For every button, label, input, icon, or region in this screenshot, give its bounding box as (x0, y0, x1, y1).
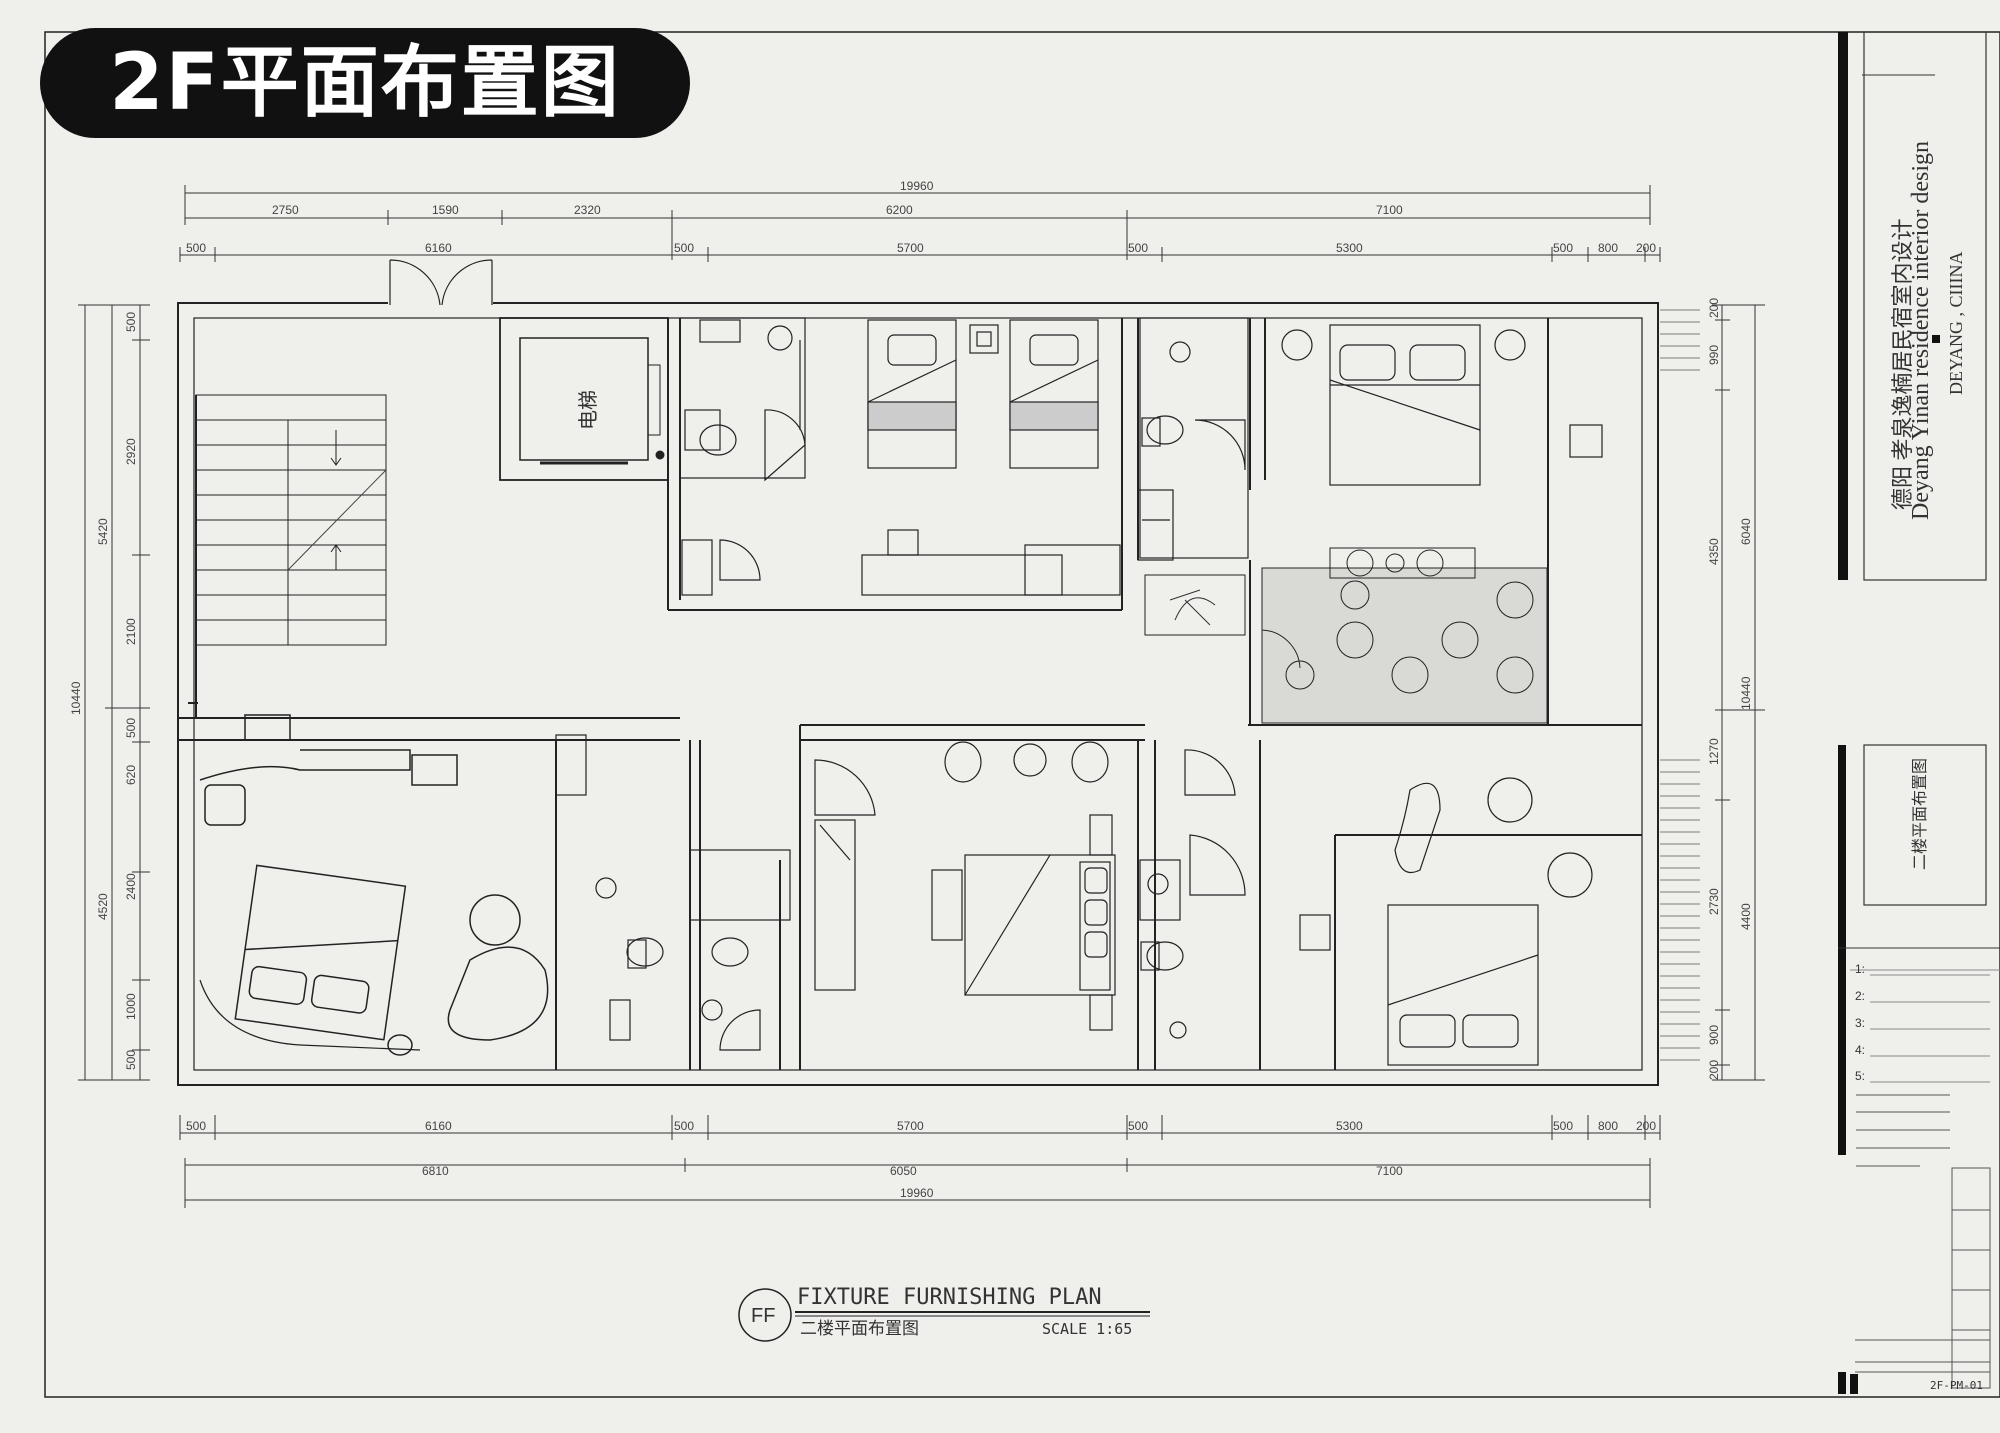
dim-label: 2750 (272, 203, 299, 217)
dimensions-right (1712, 304, 1765, 1081)
dim-label: 5420 (96, 518, 110, 545)
dim-label: 500 (186, 1119, 206, 1133)
dimension-labels-right: 200 990 4350 6040 1270 2730 4400 900 200… (1707, 298, 1753, 1080)
plan-caption: FF FIXTURE FURNISHING PLAN 二楼平面布置图 SCALE… (738, 1285, 1150, 1342)
dimension-labels-left: 10440 500 2920 5420 2100 500 620 2400 45… (69, 312, 138, 1070)
project-name-cn: 德阳 孝泉逸楠居民宿室内设计 (1890, 218, 1915, 510)
dim-label: 500 (674, 241, 694, 255)
dim-label: 5700 (897, 1119, 924, 1133)
dim-right-total: 10440 (1739, 676, 1753, 710)
revision-line: 3: (1855, 1016, 1865, 1030)
dim-label: 200 (1636, 241, 1656, 255)
dim-label: 6810 (422, 1164, 449, 1178)
dim-label: 2920 (124, 438, 138, 465)
bed-bottom-right (1299, 777, 1593, 1066)
dim-label: 6160 (425, 1119, 452, 1133)
dim-label: 800 (1598, 1119, 1618, 1133)
dim-label: 500 (1128, 241, 1148, 255)
dim-label: 200 (1636, 1119, 1656, 1133)
dim-label: 4520 (96, 893, 110, 920)
dim-label: 990 (1707, 345, 1721, 365)
dimensions-left (78, 304, 150, 1081)
dim-label: 200 (1707, 1060, 1721, 1080)
dim-label: 500 (186, 241, 206, 255)
dim-label: 2100 (124, 618, 138, 645)
dim-label: 5700 (897, 241, 924, 255)
dim-label: 1000 (124, 993, 138, 1020)
dim-label: 7100 (1376, 203, 1403, 217)
dim-label: 500 (124, 312, 138, 332)
dim-label: 900 (1707, 1025, 1721, 1045)
dim-label: 5300 (1336, 241, 1363, 255)
dim-label: 500 (124, 1050, 138, 1070)
drawing-name-vertical: 二楼平面布置图 (1911, 758, 1929, 870)
caption-title-en: FIXTURE FURNISHING PLAN (797, 1285, 1102, 1310)
dim-top-total: 19960 (900, 179, 934, 193)
dim-label: 2320 (574, 203, 601, 217)
dimension-labels-bottom: 500 6160 500 5700 500 5300 500 800 200 6… (186, 1119, 1656, 1200)
dim-label: 6200 (886, 203, 913, 217)
bathroom-top-right (1137, 317, 1249, 561)
dim-label: 6040 (1739, 518, 1753, 545)
dim-left-total: 10440 (69, 681, 83, 715)
dim-label: 1270 (1707, 738, 1721, 765)
elevator-label: 电梯 (577, 390, 600, 430)
bed-bottom-left (199, 714, 549, 1056)
dim-label: 4400 (1739, 903, 1753, 930)
bathroom-top-left (679, 317, 806, 596)
sheet-number: 2F-PM-01 (1930, 1379, 1983, 1392)
bathroom-bottom-left (555, 734, 856, 1051)
dimensions-bottom (179, 1115, 1661, 1208)
dim-label: 1590 (432, 203, 459, 217)
dim-label: 500 (1553, 241, 1573, 255)
project-location: DEYANG , CIIINA (1946, 252, 1966, 395)
staircase (195, 394, 387, 718)
dim-label: 2730 (1707, 888, 1721, 915)
dim-label: 500 (674, 1119, 694, 1133)
revision-line: 4: (1855, 1043, 1865, 1057)
dim-label: 800 (1598, 241, 1618, 255)
dim-label: 6050 (890, 1164, 917, 1178)
dim-label: 620 (124, 765, 138, 785)
dim-label: 500 (1128, 1119, 1148, 1133)
page-title: 2F平面布置图 (40, 28, 690, 138)
dim-label: 4350 (1707, 538, 1721, 565)
exterior-wall-hatch (1660, 309, 1700, 1061)
dimension-labels-top: 19960 2750 1590 2320 6200 7100 500 6160 … (186, 179, 1656, 255)
dim-bottom-total: 19960 (900, 1186, 934, 1200)
caption-code: FF (751, 1305, 775, 1327)
dim-label: 200 (1707, 298, 1721, 318)
revision-line: 5: (1855, 1069, 1865, 1083)
dim-label: 2400 (124, 873, 138, 900)
title-block: 德阳 孝泉逸楠居民宿室内设计 Deyang Yinan residence in… (1838, 31, 2000, 1394)
sheet-frame (44, 31, 2000, 1398)
dim-label: 5300 (1336, 1119, 1363, 1133)
caption-scale: SCALE 1:65 (1042, 1320, 1132, 1338)
dim-label: 7100 (1376, 1164, 1403, 1178)
caption-title-cn: 二楼平面布置图 (800, 1319, 919, 1338)
dimensions-top (179, 185, 1661, 262)
dim-label: 500 (1553, 1119, 1573, 1133)
bed-bottom-center (814, 741, 1116, 1031)
dim-label: 6160 (425, 241, 452, 255)
elevator (499, 317, 669, 481)
dim-label: 500 (124, 718, 138, 738)
revision-line: 2: (1855, 989, 1865, 1003)
bed-top-right (1281, 324, 1603, 486)
lounge-rug (1144, 547, 1548, 724)
revision-line: 1: (1855, 962, 1865, 976)
twin-beds (861, 319, 1121, 596)
bathroom-bottom-right (1139, 749, 1246, 1039)
project-name-en: Deyang Yinan residence interior design (1908, 141, 1934, 520)
revision-list: 1: 2: 3: 4: 5: (1855, 962, 1990, 1083)
